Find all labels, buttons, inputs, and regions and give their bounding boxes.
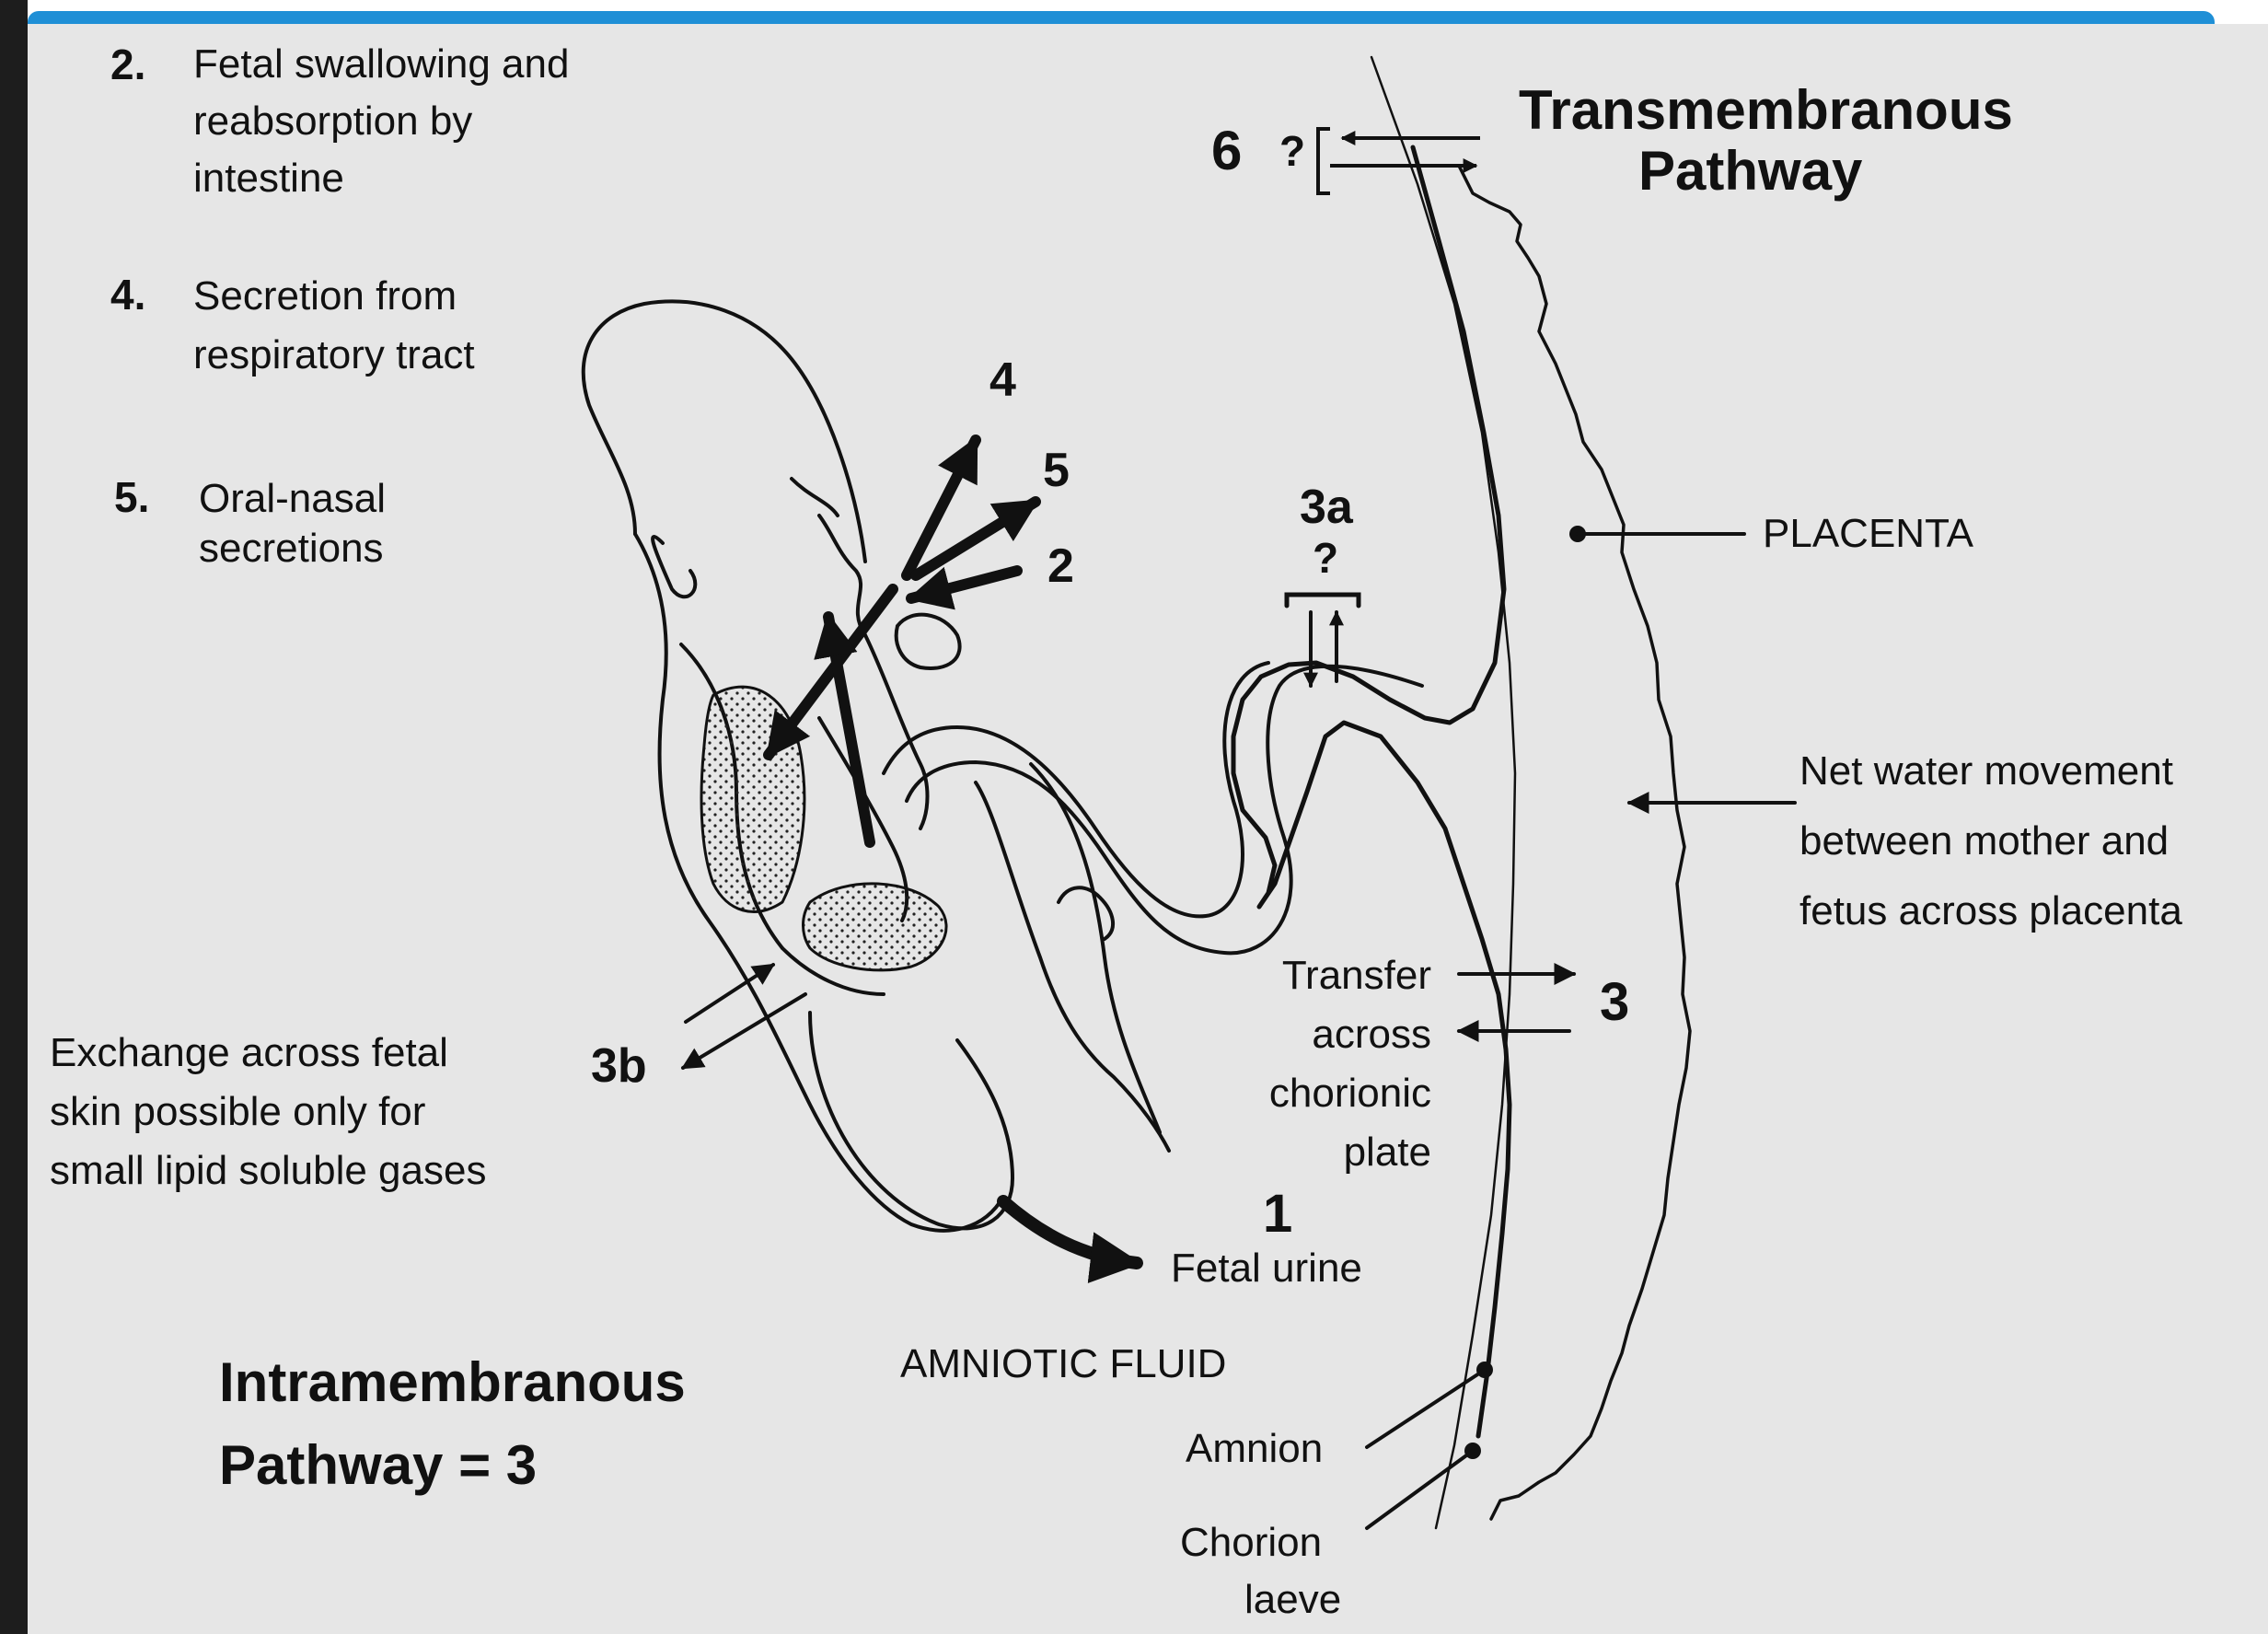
umbilical-cord-inner [905,664,1424,956]
umbilical-cord-outer [882,661,1270,919]
marker-3: 3 [1600,972,1629,1032]
list-item-4: 4. Secretion from respiratory tract [110,271,475,377]
list-2-line-3: intestine [193,156,344,201]
arrow-swallow-to-stomach [763,584,898,760]
list-4-line-1: Secretion from [193,273,457,319]
marker-3a: 3a [1300,481,1354,534]
placenta-outline [1457,164,1692,1521]
membranes [882,55,1692,1530]
bracket-3a [1284,592,1361,608]
net-water-line-1: Net water movement [1799,748,2173,794]
arrow-5 [910,496,1041,581]
placenta-label: PLACENTA [1763,511,1974,556]
marker-2: 2 [1047,539,1074,593]
list-2-line-2: reabsorption by [193,99,472,144]
amniotic-fluid-label: AMNIOTIC FLUID [900,1341,1226,1386]
amnion-pointer-line [1365,1368,1487,1449]
fetus-buttocks [808,1011,1014,1231]
fetus-head [581,299,867,563]
diagram-panel [28,24,2268,1634]
list-number-4: 4. [110,271,145,319]
fetus-foot [1057,886,1115,941]
fetus-intestine [802,882,948,972]
fetus-leg [1029,762,1162,1134]
list-5-line-2: secretions [199,526,384,571]
list-item-2: 2. Fetal swallowing and reabsorption by … [110,41,569,201]
fetus-ear [651,535,698,599]
arrow-4 [901,435,981,581]
list-item-5: 5. Oral-nasal secretions [114,473,386,571]
list-4-line-2: respiratory tract [193,332,475,377]
list-5-line-1: Oral-nasal [199,476,386,521]
arrow-2 [906,565,1023,610]
transfer-line-4: plate [1344,1130,1431,1175]
transmembranous-title-line-2: Pathway [1638,140,1863,202]
marker-6: 6 [1211,120,1242,181]
exchange-line-2: skin possible only for [50,1089,425,1134]
fetus-thigh [974,781,1171,1153]
transfer-line-1: Transfer [1282,953,1431,998]
fetal-urine-label: Fetal urine [1171,1246,1362,1291]
net-water-line-3: fetus across placenta [1799,888,2182,933]
intramembranous-title-line-2: Pathway = 3 [219,1434,537,1496]
chorion-label-line-1: Chorion [1180,1520,1322,1565]
list-number-2: 2. [110,41,145,88]
marker-6-question: ? [1279,127,1305,175]
marker-4: 4 [989,353,1016,407]
mouth-flow-arrows [680,435,1797,1530]
transmembranous-title-line-1: Transmembranous [1519,79,2013,141]
amnion-label: Amnion [1186,1426,1323,1471]
marker-3b: 3b [591,1039,647,1093]
fetus-belly [863,633,930,830]
fetus-face [817,514,867,637]
marker-1: 1 [1263,1184,1292,1244]
intramembranous-title-line-1: Intramembranous [219,1351,686,1413]
exchange-line-1: Exchange across fetal [50,1030,448,1075]
fetus-lower-body [781,946,885,996]
fetus-eye [790,477,839,517]
list-number-5: 5. [114,473,149,521]
arrow-3b-in [684,963,776,1024]
arrow-1-urine [997,1195,1143,1283]
pathway-6-arrows [1316,127,1480,195]
fetus-illustration [581,299,1171,1233]
transfer-line-3: chorionic [1269,1071,1431,1116]
exchange-line-3: small lipid soluble gases [50,1148,486,1193]
transfer-line-2: across [1312,1012,1431,1057]
chorion-laeve-line [1370,55,1517,1530]
transfer-label: Transfer across chorionic plate [1269,953,1431,1175]
net-water-label: Net water movement between mother and fe… [1799,748,2182,933]
chorion-pointer-line [1365,1449,1475,1530]
amnion-line [1231,145,1512,1439]
chorion-label-line-2: laeve [1244,1577,1341,1622]
net-water-line-2: between mother and [1799,818,2169,863]
marker-3a-question: ? [1313,534,1338,582]
left-window-edge [0,0,28,1634]
fetus-hand [894,612,962,670]
marker-5: 5 [1043,444,1070,497]
arrow-lung-to-mouth [814,611,875,848]
exchange-label: Exchange across fetal skin possible only… [50,1030,486,1193]
arrow-3b-out [680,992,807,1070]
list-2-line-1: Fetal swallowing and [193,41,569,87]
fetus-back [633,532,1005,1233]
